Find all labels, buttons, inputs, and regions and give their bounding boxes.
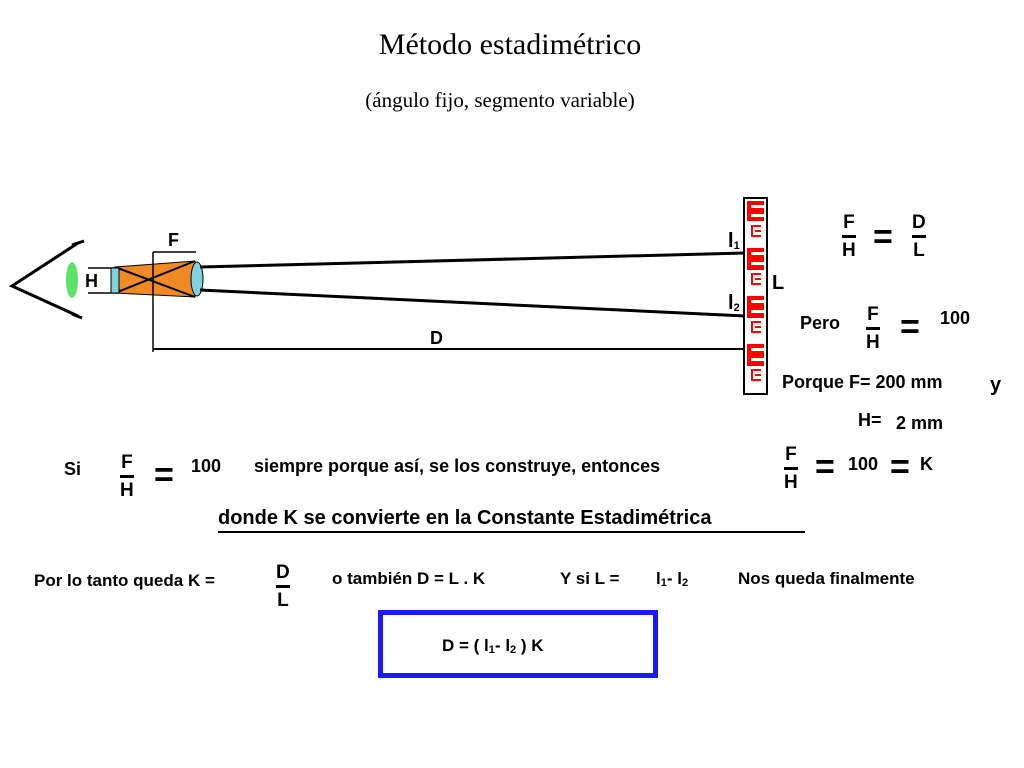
result-box [378,610,658,678]
si-equals-3: = [890,448,910,486]
si-equals-2: = [815,448,835,486]
nos-queda-text: Nos queda finalmente [738,569,915,588]
pero-value: 100 [940,308,971,328]
page-subtitle: (ángulo fijo, segmento variable) [365,88,635,112]
h-label: H= [858,410,882,430]
tambien-text: o también D = L . K [332,569,486,588]
sight-line-upper [199,251,746,269]
eyepiece-lens [110,267,120,294]
si-value: 100 [191,456,222,476]
por-lo-tanto-text: Por lo tanto queda K = [34,571,215,590]
porque-y: y [990,374,1002,396]
telescope-cross-2 [114,260,196,294]
eye-lens [66,262,78,298]
donde-underline [218,531,805,533]
si-k: K [920,454,933,474]
result-formula: D = ( l1- l2 ) K [442,636,544,656]
stadia-rod [743,197,768,395]
label-d: D [430,328,443,348]
si-equals: = [154,456,174,494]
eye-icon [8,239,85,320]
pero-equals: = [900,308,920,346]
label-h: H [85,271,98,291]
y-si-text: Y si L = [560,569,620,588]
si-text: siempre porque así, se los construye, en… [254,456,661,476]
h-value: 2 mm [896,413,944,433]
page-title: Método estadimétrico [378,28,642,61]
sight-line-lower [199,288,746,318]
label-l1: l1 [728,230,740,252]
telescope-cross-1 [114,266,196,298]
l1-minus-l2: l1- l2 [656,569,689,589]
objective-lens [190,261,204,297]
equals-sign: = [873,218,893,256]
donde-text: donde K se convierte en la Constante Est… [218,507,712,529]
label-l: L [772,272,785,294]
porque-text: Porque F= 200 mm [782,372,943,392]
pero-label: Pero [800,313,841,333]
label-f: F [168,230,179,250]
si-value-2: 100 [848,454,879,474]
label-l2: l2 [728,292,740,314]
si-label: Si [64,459,82,479]
